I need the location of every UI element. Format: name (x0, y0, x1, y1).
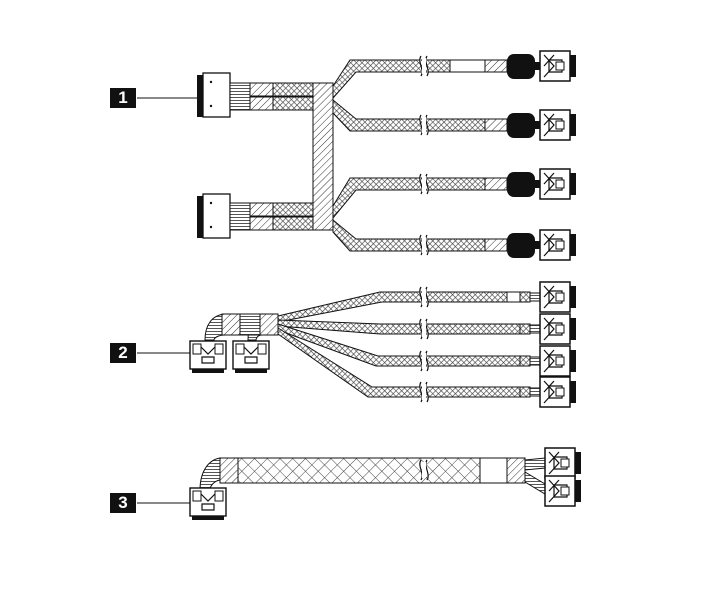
cable-1-end-connectors (507, 50, 577, 261)
cable-2-plugs (189, 340, 270, 374)
callout-3: 3 (110, 493, 136, 513)
callout-2: 2 (110, 343, 136, 363)
cable-1-connector-top (197, 72, 231, 118)
cable-3-end-connectors (544, 447, 582, 507)
cable-2 (137, 281, 577, 408)
callout-1: 1 (110, 88, 136, 108)
cable-1-connector-bottom (197, 193, 231, 239)
cable-1 (137, 50, 577, 261)
cable-2-end-connectors (539, 281, 577, 408)
cable-3-plug (189, 487, 227, 521)
cable-3 (137, 447, 582, 521)
